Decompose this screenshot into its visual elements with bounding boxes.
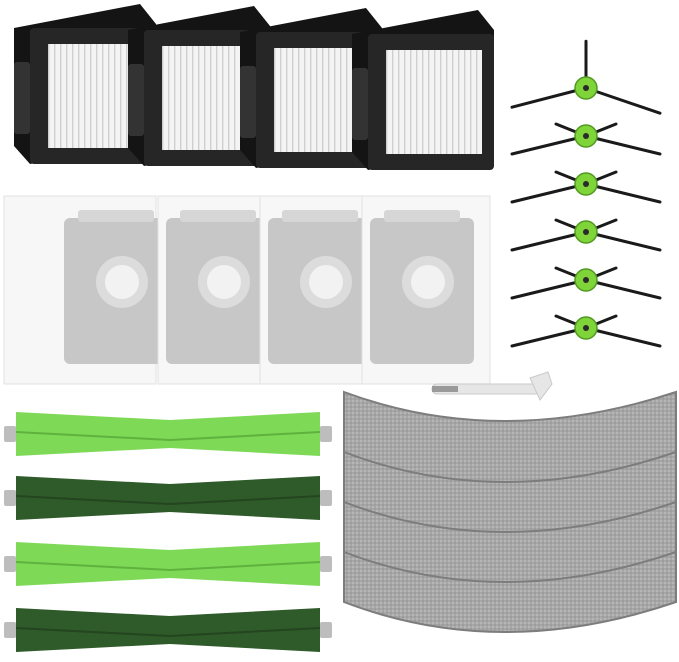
side-brush	[510, 314, 662, 348]
dust-bag	[157, 195, 270, 385]
dust-bag	[3, 195, 168, 385]
side-brush-arm	[510, 86, 588, 109]
roller-brush-light	[4, 542, 332, 586]
side-brush-arm	[510, 134, 588, 156]
side-brush-arm	[584, 278, 662, 300]
mop-pad-group	[343, 390, 677, 633]
roller-brush-group	[4, 412, 332, 652]
dust-bag-group	[3, 195, 491, 385]
side-brush-arm	[510, 326, 588, 348]
side-brush-arm	[584, 86, 662, 115]
roller-brush-dark	[4, 476, 332, 520]
hepa-filter-group	[14, 4, 494, 170]
cleaning-tool	[431, 371, 553, 401]
side-brush-arm	[510, 278, 588, 300]
dust-bag	[361, 195, 491, 385]
side-brush-arm	[584, 182, 662, 204]
side-brush-screw	[583, 325, 589, 331]
mop-pad	[343, 390, 677, 483]
side-brush	[510, 218, 662, 252]
side-brush-arm	[584, 230, 662, 252]
roller-brush-light	[4, 412, 332, 456]
side-brush-arm	[584, 326, 662, 348]
side-brush-screw	[583, 277, 589, 283]
hepa-filter	[352, 10, 494, 170]
side-brush-screw	[583, 133, 589, 139]
side-brush	[510, 39, 662, 115]
roller-brush-dark	[4, 608, 332, 652]
side-brush-group	[510, 39, 662, 348]
side-brush-arm	[510, 182, 588, 204]
side-brush-arm	[584, 134, 662, 156]
side-brush-screw	[583, 181, 589, 187]
side-brush	[510, 266, 662, 300]
side-brush-screw	[583, 229, 589, 235]
side-brush	[510, 122, 662, 156]
dust-bag	[259, 195, 372, 385]
side-brush-arm	[510, 230, 588, 252]
side-brush-screw	[583, 85, 589, 91]
side-brush	[510, 170, 662, 204]
